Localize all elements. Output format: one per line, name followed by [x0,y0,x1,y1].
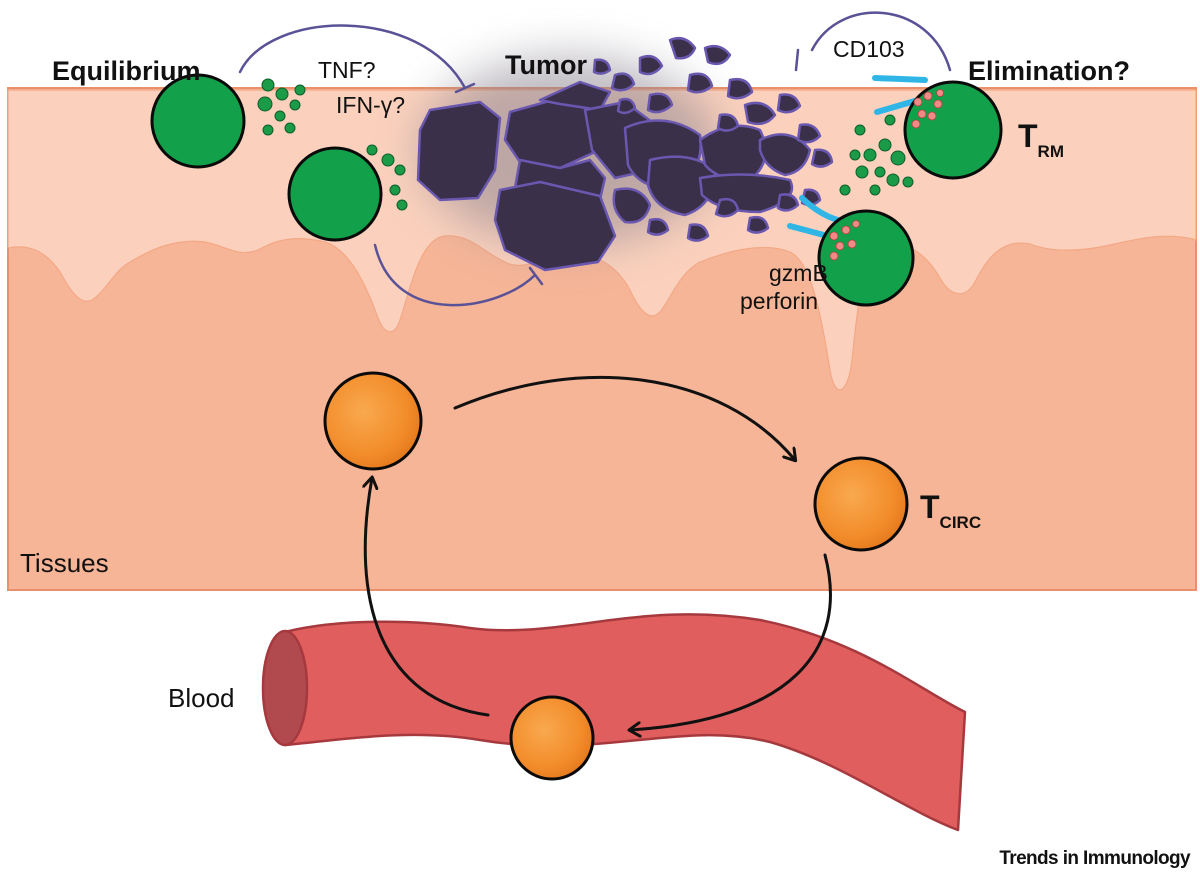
tcirc-cell-blood [509,695,595,781]
trm-cell-elimination-2 [817,209,915,307]
cd103-label: CD103 [833,36,905,62]
journal-credit: Trends in Immunology [999,848,1191,869]
equilibrium-label: Equilibrium [52,56,201,86]
cytokine-dots-left [257,78,408,211]
tnf-label: TNF? [318,57,376,83]
blood-vessel [261,613,967,832]
tissues-label: Tissues [20,548,109,578]
inhibition-lines [238,11,952,307]
trm-label: TRM [1018,118,1064,161]
blood-label: Blood [168,683,235,713]
tumor-label: Tumor [505,50,587,80]
cytokine-dots-right [839,114,914,196]
tcirc-cell-labeled [813,456,909,552]
cd103-receptors [787,75,928,241]
elimination-label: Elimination? [968,56,1130,86]
ifng-label: IFN-γ? [336,92,405,118]
tcirc-cell-tissue [323,371,423,471]
trm-cell-elimination-1 [903,80,1003,180]
trm-cell-equilibrium-2 [287,146,383,242]
circulation-arrows [365,375,832,730]
tcirc-label: TCIRC [920,489,981,532]
perforin-label: perforin [740,288,818,314]
gzmb-label: gzmB [769,260,828,286]
trm-label-subscript: RM [1038,142,1064,161]
tumor-cells [416,37,834,272]
trm-cell-equilibrium-1 [150,73,246,169]
tcirc-label-subscript: CIRC [940,513,982,532]
cytotoxic-granules [829,89,944,261]
tcirc-cells [323,371,909,781]
trm-cells [150,73,1003,307]
